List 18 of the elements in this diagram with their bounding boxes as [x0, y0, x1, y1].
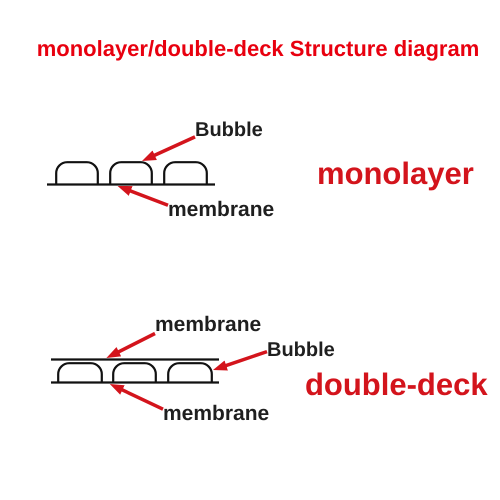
leader-arrow [141, 135, 196, 163]
layer-type-label: monolayer [317, 156, 474, 192]
part-label: membrane [163, 402, 270, 426]
leader-arrow [116, 184, 169, 207]
leader-arrow [106, 332, 156, 360]
membrane-line [51, 358, 219, 361]
leader-arrow [212, 350, 268, 372]
part-label: Bubble [267, 339, 335, 362]
membrane-line [51, 381, 219, 384]
bubble-dome [109, 161, 153, 184]
layer-type-label: double-deck [305, 367, 488, 403]
part-label: membrane [168, 198, 274, 222]
leader-arrow [109, 382, 164, 411]
part-label: Bubble [195, 119, 263, 142]
part-label: membrane [155, 313, 262, 338]
diagram-title: monolayer/double-deck Structure diagram [36, 36, 480, 62]
bubble-dome [167, 362, 213, 382]
membrane-line [47, 183, 215, 186]
